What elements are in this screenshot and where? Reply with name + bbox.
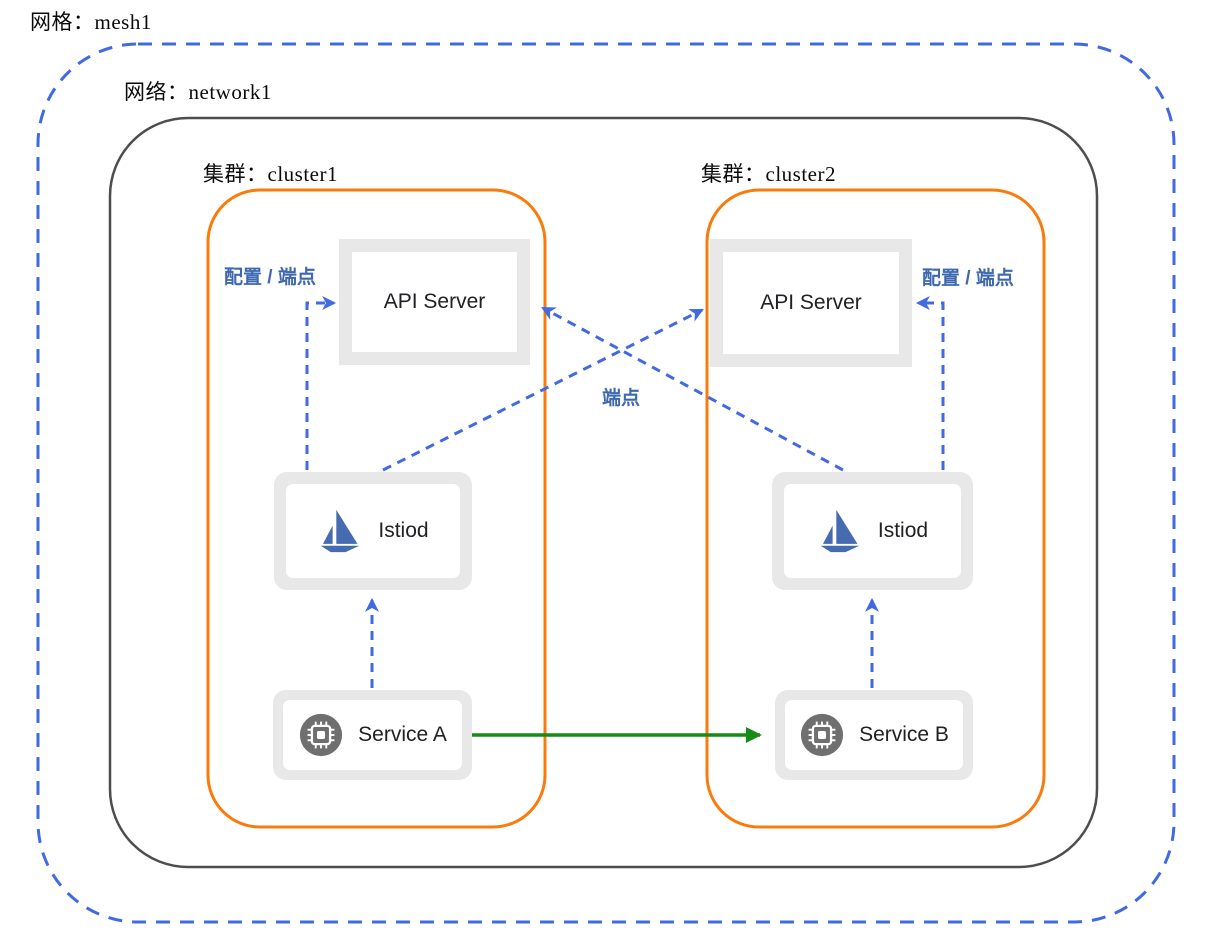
- istiod-node-cluster1: Istiod: [274, 472, 472, 590]
- arrow-istiod1-to-apiserver1: [305, 296, 337, 470]
- config-endpoints-label-cluster2: 配置 / 端点: [922, 268, 1014, 289]
- cluster2-label: 集群：cluster2: [701, 162, 836, 186]
- arrow-istiod2-to-apiserver1: [541, 306, 844, 472]
- cpu-chip-icon: [298, 712, 344, 758]
- cluster2-boundary: [705, 188, 1046, 829]
- network-boundary: [108, 116, 1099, 869]
- cluster1-boundary: [206, 188, 547, 829]
- mesh-label: 网格：mesh1: [30, 10, 152, 34]
- endpoints-label: 端点: [602, 388, 641, 409]
- istio-logo-icon: [317, 501, 363, 561]
- cluster1-label: 集群：cluster1: [203, 162, 338, 186]
- istiod-label-cluster1: Istiod: [378, 519, 429, 542]
- network-label: 网络：network1: [124, 80, 272, 104]
- api-server-label-cluster2: API Server: [760, 291, 862, 314]
- api-server-label-cluster1: API Server: [383, 290, 486, 313]
- api-server-node-cluster1: API Server: [339, 239, 530, 365]
- config-endpoints-label-cluster1: 配置 / 端点: [224, 267, 316, 288]
- istio-logo-icon: [817, 501, 863, 561]
- service-b-label: Service B: [859, 723, 949, 746]
- arrow-istiod1-to-apiserver2: [382, 308, 704, 472]
- service-b-node: Service B: [775, 690, 973, 780]
- api-server-node-cluster2: API Server: [710, 239, 912, 367]
- istiod-label-cluster2: Istiod: [877, 519, 929, 542]
- mesh-boundary: [36, 42, 1176, 924]
- cpu-chip-icon: [799, 712, 845, 758]
- arrow-istiod2-to-apiserver2: [915, 296, 945, 470]
- service-a-node: Service A: [273, 690, 472, 780]
- istiod-node-cluster2: Istiod: [772, 472, 973, 590]
- service-a-label: Service A: [358, 723, 447, 746]
